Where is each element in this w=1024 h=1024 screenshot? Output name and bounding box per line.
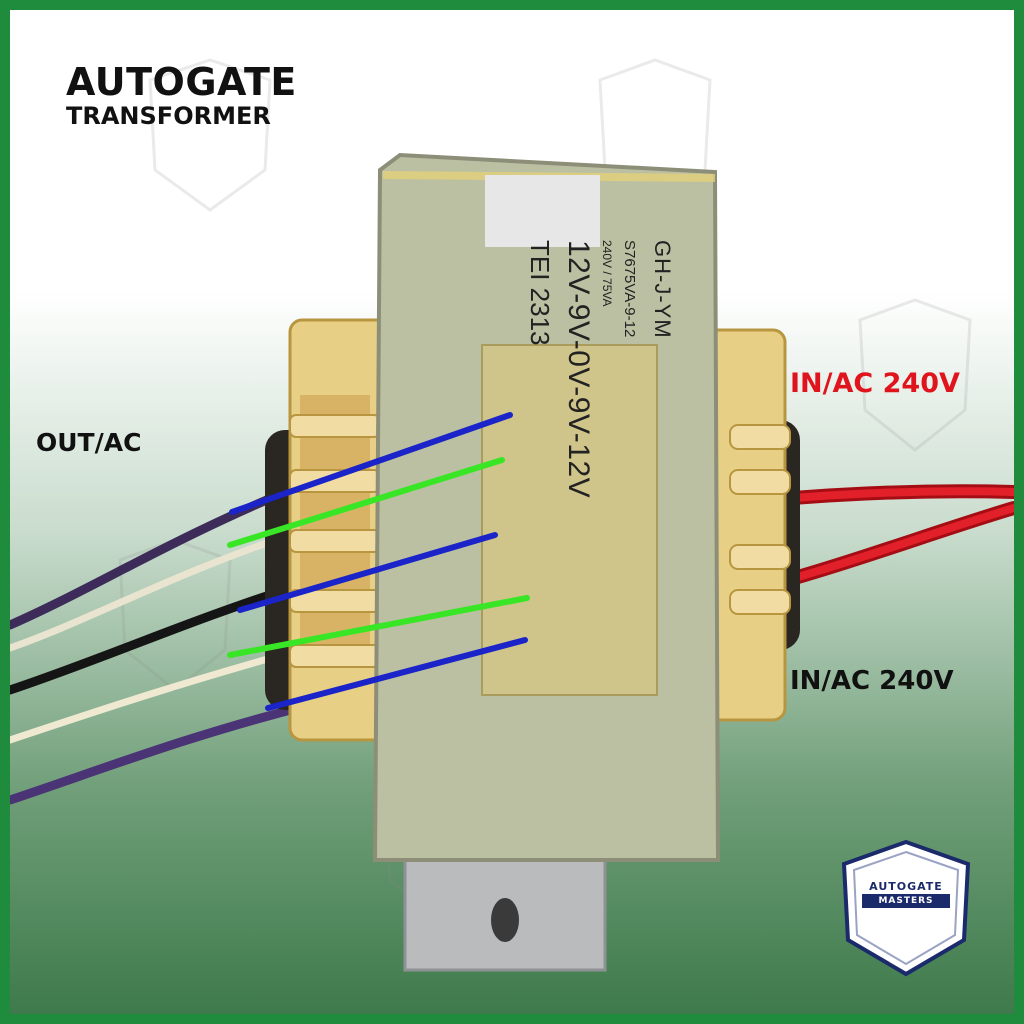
image-frame: GH-J-YM S7675VA-9-12 240V / 75VA 12V-9V-… <box>10 10 1014 1014</box>
input-label-bottom: IN/AC 240V <box>790 666 954 696</box>
model-number: GH-J-YM <box>650 240 675 339</box>
voltage-taps: 12V-9V-0V-9V-12V <box>562 240 595 499</box>
logo-shield <box>841 839 971 977</box>
power-rating: 240V / 75VA <box>600 240 614 307</box>
blank-label-patch <box>485 175 600 247</box>
title-line-2: TRANSFORMER <box>66 102 271 130</box>
transformer-illustration <box>10 58 1014 977</box>
input-wires <box>763 484 1014 592</box>
logo-name: AUTOGATE <box>869 880 943 893</box>
part-number: S7675VA-9-12 <box>621 240 638 338</box>
title-line-1: AUTOGATE <box>66 60 297 104</box>
output-label: OUT/AC <box>36 428 142 457</box>
logo-subname: MASTERS <box>862 894 950 908</box>
input-label-top: IN/AC 240V <box>790 368 960 399</box>
nameplate-sticker <box>481 344 658 696</box>
manufacturer-code: TEI 2313 <box>525 240 555 346</box>
tap-indicator-lines <box>227 412 530 711</box>
